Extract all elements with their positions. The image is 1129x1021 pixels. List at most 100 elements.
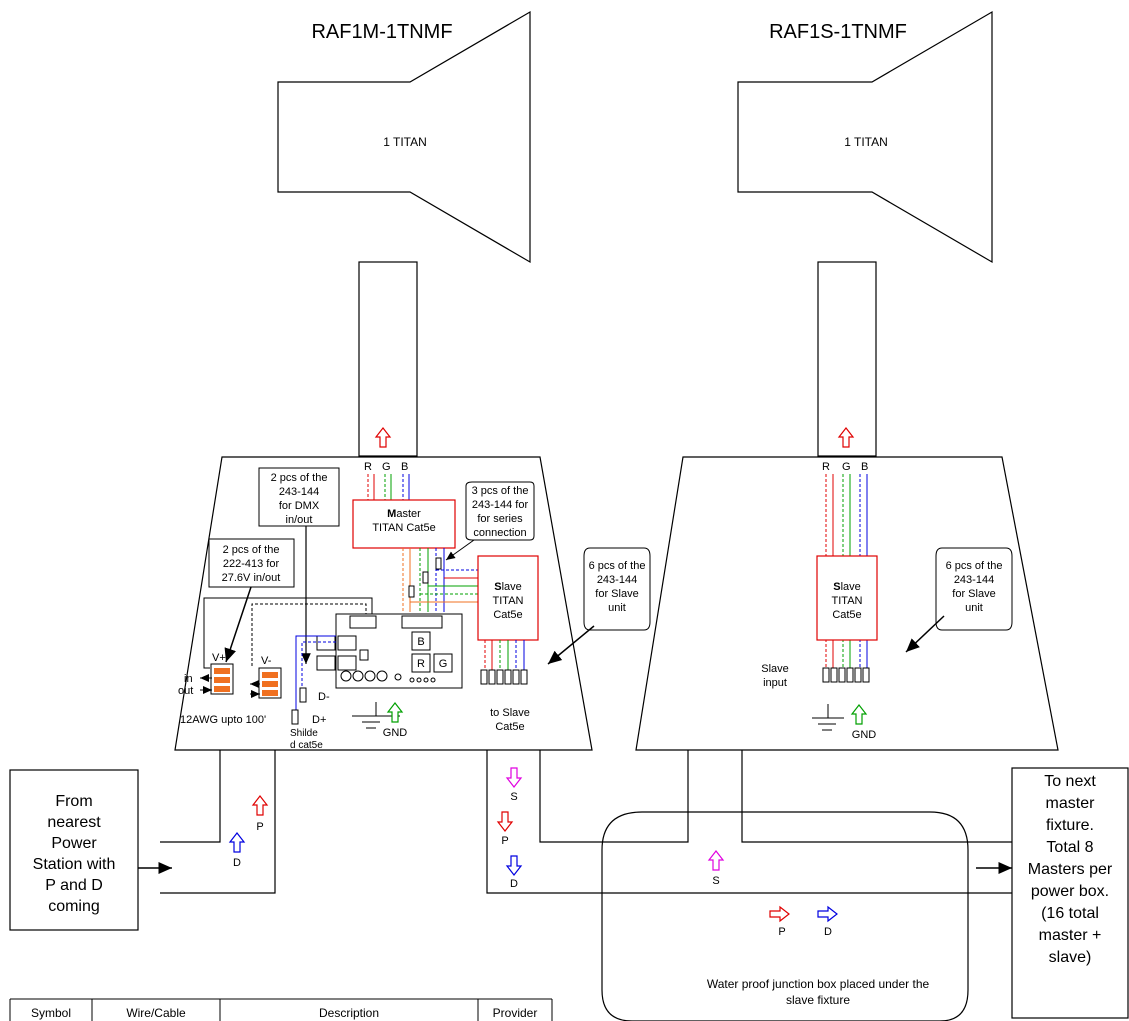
- p-down-arrow-icon: [496, 811, 514, 832]
- power-note-line1: 2 pcs of the: [223, 544, 280, 556]
- junction-box: Water proof junction box placed under th…: [601, 811, 969, 1021]
- slave-note-line3: for Slave: [595, 588, 638, 600]
- p-label-2: P: [501, 835, 508, 847]
- dmx-note-line2: 243-144: [279, 486, 319, 498]
- board-key-r: R: [417, 658, 425, 670]
- slave-head-label: 1 TITAN: [844, 135, 888, 149]
- slave-rgb-g: G: [842, 461, 851, 473]
- d-down-arrow-icon: [505, 855, 523, 876]
- slave-card-sub2: Cat5e: [832, 609, 861, 621]
- series-note-line1: 3 pcs of the: [472, 485, 529, 497]
- slave-note2-line3: for Slave: [952, 588, 995, 600]
- next-line1: To next: [1044, 773, 1096, 790]
- out-label: out: [178, 685, 193, 697]
- p-label-1: P: [256, 821, 263, 833]
- ground-icon: [812, 704, 844, 731]
- legend-header-symbol: Symbol: [31, 1006, 71, 1020]
- d-label-3: D: [824, 926, 832, 938]
- up-arrow-icon: [837, 427, 855, 448]
- v-minus-label: V-: [261, 655, 272, 667]
- p-up-arrow-icon: [251, 795, 269, 816]
- series-note-box: [465, 481, 535, 541]
- d-minus-label: D-: [318, 691, 330, 703]
- conduits: [160, 750, 1012, 894]
- master-fixture: RAF1M-1TNMF 1 TITAN: [277, 10, 531, 457]
- dmx-note-box: [258, 467, 340, 527]
- shield-label-2: d cat5e: [290, 740, 323, 751]
- v-minus-connector: [258, 667, 282, 699]
- junction-line2: slave fixture: [786, 993, 850, 1007]
- slave-card-sub: TITAN: [832, 595, 863, 607]
- slave-gnd-label: GND: [852, 729, 877, 741]
- d-right-arrow-icon: [817, 905, 838, 923]
- master-control-box: R G B Master TITAN Cat5e Slave TITAN C: [174, 456, 651, 751]
- source-line3: Power: [51, 835, 97, 852]
- master-slave-card: [477, 555, 539, 641]
- master-slave-card-label: Slave: [494, 581, 522, 593]
- up-arrow-icon: [386, 702, 404, 723]
- master-pole: [358, 261, 418, 457]
- source-line5: P and D: [45, 877, 103, 894]
- slave-input-line2: input: [763, 677, 787, 689]
- source-line6: coming: [48, 898, 100, 915]
- rgb-label-r: R: [364, 461, 372, 473]
- v-plus-label: V+: [212, 652, 226, 664]
- series-note-line4: connection: [473, 527, 526, 539]
- series-note-line3: for series: [477, 513, 523, 525]
- next-fixture-box: To next master fixture. Total 8 Masters …: [1011, 767, 1129, 1019]
- slave-rgb-r: R: [822, 461, 830, 473]
- source-line2: nearest: [47, 814, 101, 831]
- p-label-3: P: [778, 926, 785, 938]
- power-note-line2: 222-413 for: [223, 558, 280, 570]
- d-label-2: D: [510, 878, 518, 890]
- series-note-line2: 243-144 for: [472, 499, 529, 511]
- up-arrow-icon: [850, 704, 868, 725]
- slave-fixture: RAF1S-1TNMF 1 TITAN: [737, 10, 993, 457]
- next-line9: slave): [1049, 949, 1092, 966]
- master-head-label: 1 TITAN: [383, 135, 427, 149]
- power-note-box: [208, 538, 295, 588]
- slave-note-box-2: [935, 547, 1013, 631]
- slave-fixture-title: RAF1S-1TNMF: [769, 21, 907, 43]
- source-line1: From: [55, 793, 92, 810]
- junction-line1: Water proof junction box placed under th…: [707, 977, 930, 991]
- master-card-sub: TITAN Cat5e: [372, 522, 435, 534]
- master-slave-card-sub: TITAN: [493, 595, 524, 607]
- s-up-arrow-icon: [707, 850, 725, 871]
- dmx-note-line1: 2 pcs of the: [271, 472, 328, 484]
- master-slave-card-sub2: Cat5e: [493, 609, 522, 621]
- power-source-box: From nearest Power Station with P and D …: [9, 769, 139, 931]
- slave-card-label: Slave: [833, 581, 861, 593]
- s-label-1: S: [510, 791, 517, 803]
- slave-note-line2: 243-144: [597, 574, 637, 586]
- v-plus-connector: [210, 663, 234, 695]
- slave-note-line1: 6 pcs of the: [589, 560, 646, 572]
- gnd-label: GND: [383, 727, 408, 739]
- master-head: [277, 10, 531, 264]
- slave-note-box: [583, 547, 651, 631]
- board-key-g: G: [439, 658, 448, 670]
- dmx-note-line3: for DMX: [279, 500, 320, 512]
- p-right-arrow-icon: [769, 905, 790, 923]
- legend-header-provider: Provider: [493, 1006, 538, 1020]
- wire-note: 12AWG upto 100': [180, 714, 266, 726]
- d-up-arrow-icon: [228, 832, 246, 853]
- shield-label-1: Shilde: [290, 728, 318, 739]
- d-label-1: D: [233, 857, 241, 869]
- s-down-arrow-icon: [505, 767, 523, 788]
- slave-note2-line1: 6 pcs of the: [946, 560, 1003, 572]
- master-fixture-title: RAF1M-1TNMF: [311, 21, 452, 43]
- slave-titan-card: [816, 555, 878, 641]
- rgb-label-g: G: [382, 461, 391, 473]
- up-arrow-icon: [374, 427, 392, 448]
- to-slave-line2: Cat5e: [495, 721, 524, 733]
- board-key-b: B: [417, 636, 424, 648]
- in-label: in: [184, 673, 193, 685]
- slave-input-line1: Slave: [761, 663, 789, 675]
- s-label-2: S: [712, 875, 719, 887]
- slave-output-connectors: [480, 669, 528, 685]
- slave-control-box: R G B Slave TITAN Cat5e Slave input 6 pc…: [635, 456, 1059, 751]
- next-line8: master +: [1039, 927, 1102, 944]
- legend-header-wire: Wire/Cable: [126, 1006, 186, 1020]
